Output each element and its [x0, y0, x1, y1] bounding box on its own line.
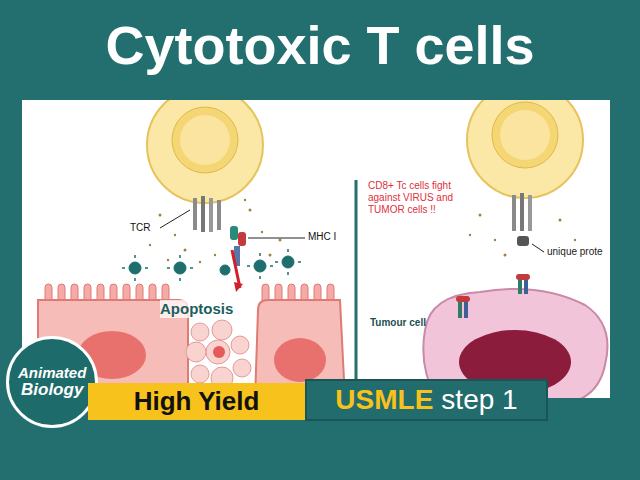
leader-line: [160, 210, 190, 228]
leader-line: [248, 238, 305, 239]
badge-text: step 1: [441, 385, 517, 416]
badge-text: High Yield: [134, 387, 260, 416]
leader-line: [532, 244, 544, 252]
part-label: TCR: [130, 222, 151, 234]
logo-circle: AnimatedBiology: [6, 336, 98, 428]
logo-text: Biology: [21, 381, 83, 400]
title: Cytotoxic T cells: [0, 14, 640, 76]
badge-box: USMLE step 1: [305, 379, 548, 421]
process-label: Apoptosis: [160, 300, 233, 318]
tumour-cell: [423, 236, 607, 398]
part-label: Tumour cell: [370, 317, 426, 329]
white-panel: [22, 100, 610, 398]
part-label: unique prote: [547, 246, 603, 258]
part-label: MHC I: [308, 231, 336, 243]
note: CD8+ Tc cells fight against VIRUS and TU…: [368, 180, 468, 216]
t-cell: [467, 100, 583, 231]
divider: [355, 180, 358, 398]
granules: [149, 199, 282, 263]
virus: [122, 249, 301, 281]
badge-text: USMLE: [335, 385, 433, 416]
logo-text: Animated: [18, 365, 86, 382]
t-cell: [147, 100, 263, 292]
badge-box: High Yield: [88, 383, 305, 420]
